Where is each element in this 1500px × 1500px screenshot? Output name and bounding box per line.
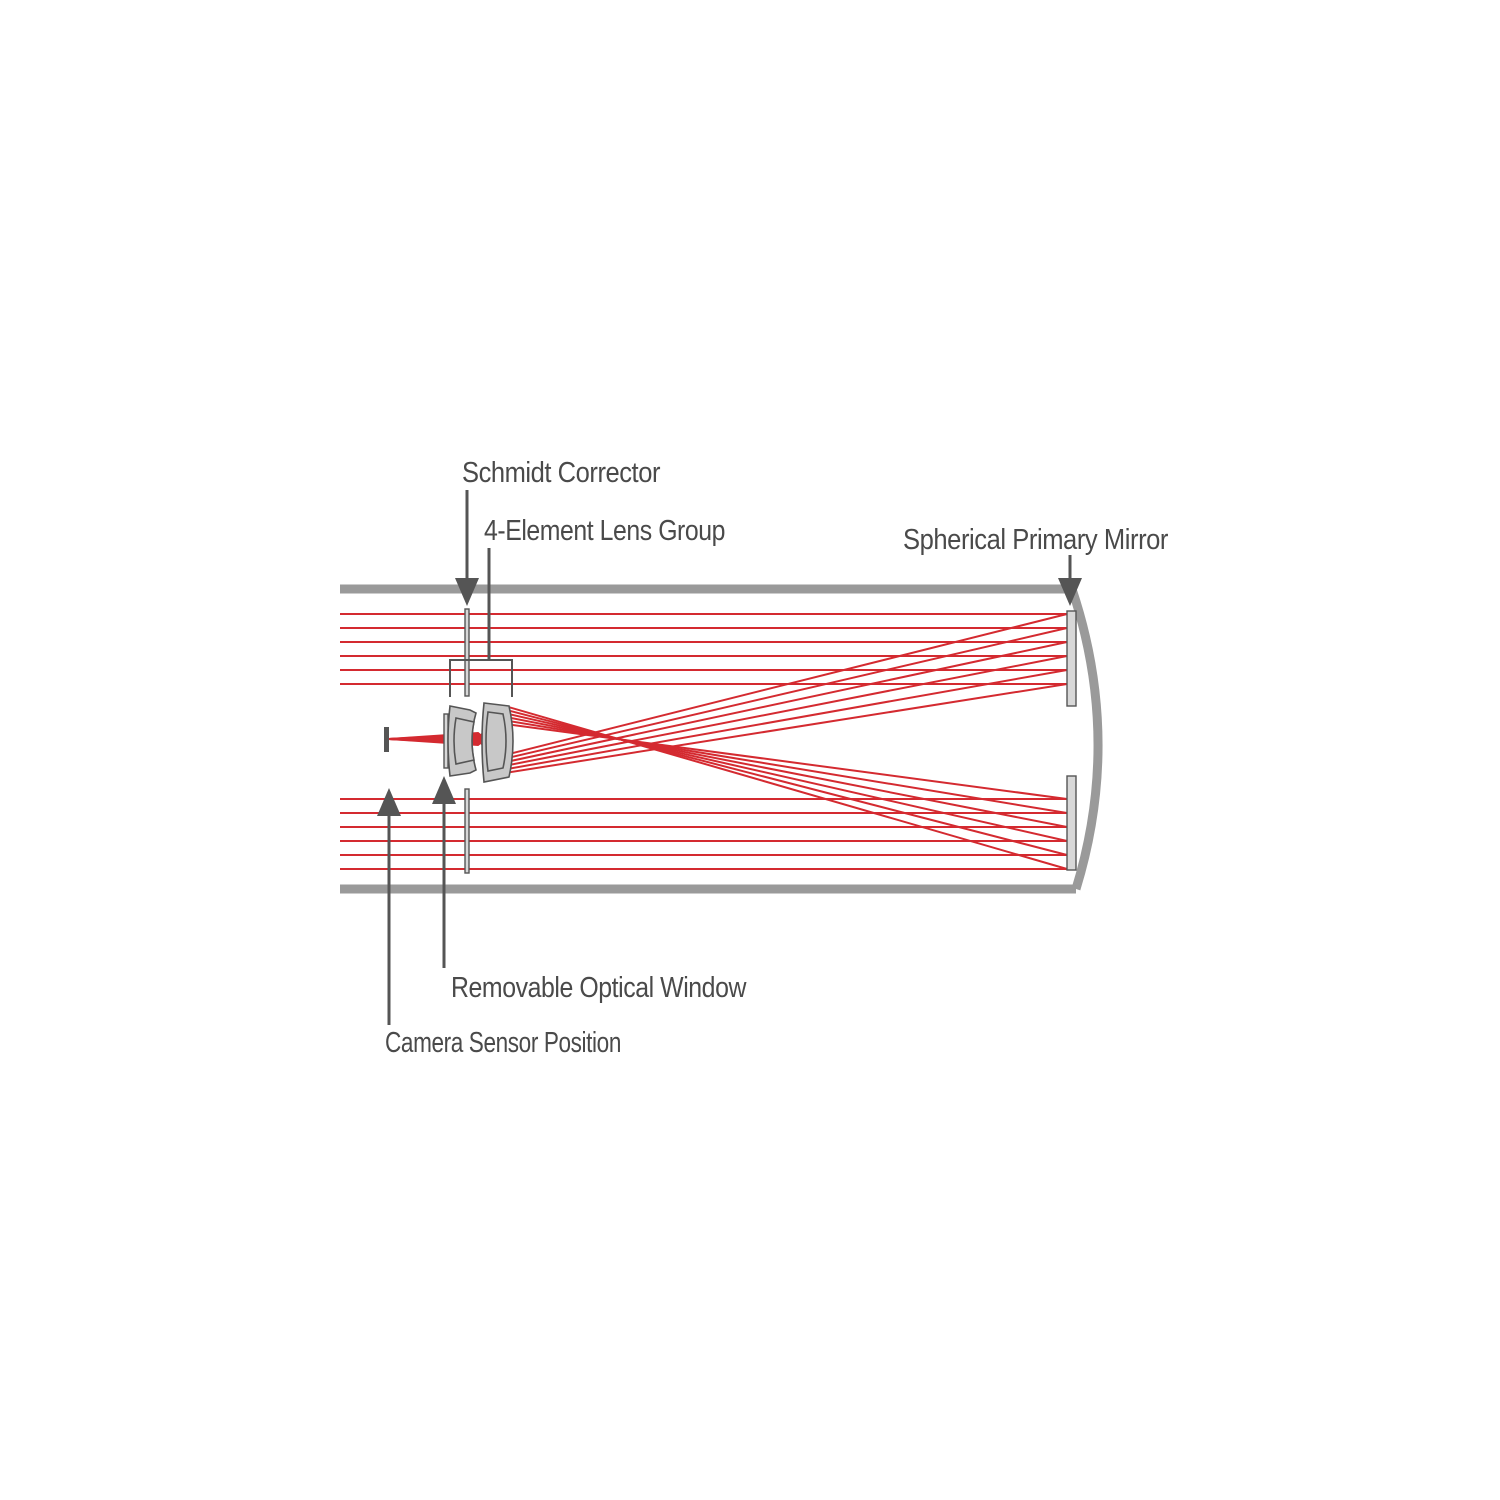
camera-sensor <box>384 727 389 752</box>
annotation-arrows <box>377 490 1082 1025</box>
lens-group <box>447 659 514 783</box>
primary-mirror <box>1066 610 1077 871</box>
lens-group-bracket <box>449 659 513 697</box>
schmidt-corrector-label: Schmidt Corrector <box>462 457 661 489</box>
primary-mirror-pointer <box>1058 555 1082 606</box>
schmidt-corrector-lower <box>464 788 470 874</box>
lens-group-label: 4-Element Lens Group <box>484 515 725 547</box>
optical-window-label: Removable Optical Window <box>451 972 747 1004</box>
primary-mirror-label: Spherical Primary Mirror <box>903 524 1169 556</box>
camera-sensor-pointer <box>377 788 401 1025</box>
lens-element-2 <box>453 717 475 765</box>
optical-window-pointer <box>432 776 456 968</box>
primary-mirror-upper-half <box>1066 610 1077 707</box>
schmidt-corrector-plate <box>464 608 470 874</box>
camera-sensor-label: Camera Sensor Position <box>385 1027 621 1059</box>
lens-element-4 <box>485 711 507 772</box>
tube-rear-cap <box>1067 587 1103 891</box>
schmidt-corrector-upper <box>464 608 470 697</box>
schmidt-corrector-pointer <box>455 490 479 606</box>
primary-mirror-lower-half <box>1066 775 1077 871</box>
